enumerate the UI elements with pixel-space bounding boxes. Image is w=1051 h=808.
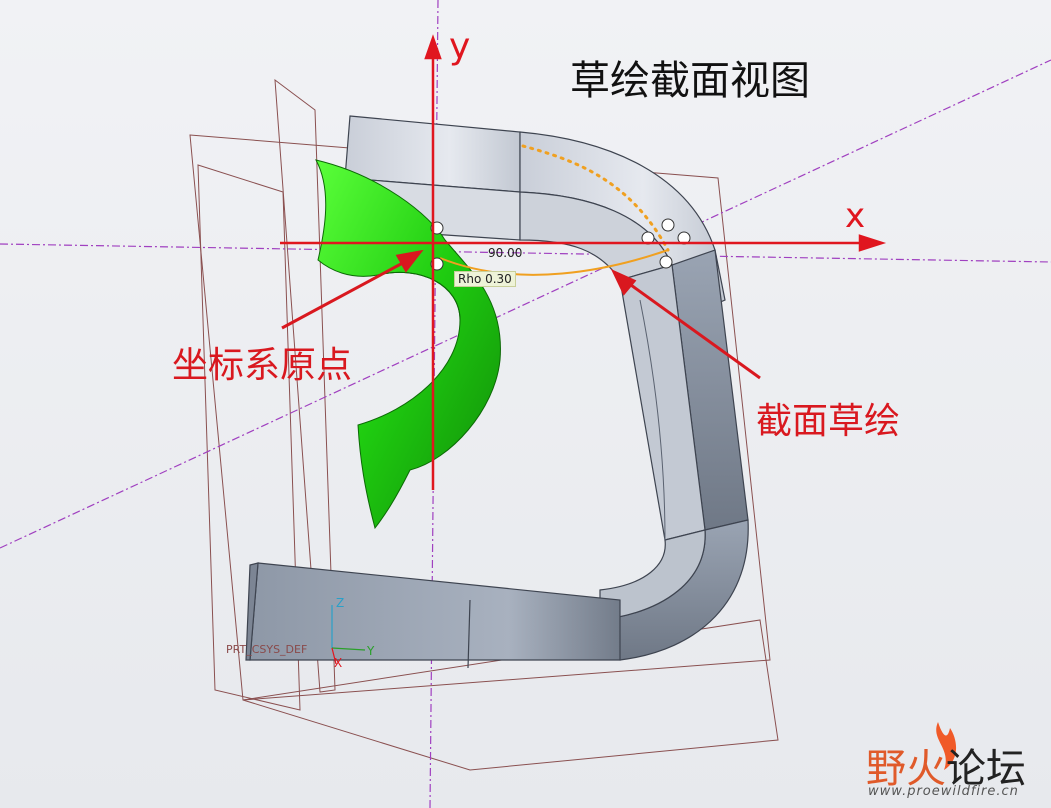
csys-triad-icon xyxy=(331,605,366,665)
origin-annotation: 坐标系原点 xyxy=(172,345,353,386)
watermark-url: www.proewildfire.cn xyxy=(868,784,1019,799)
section-sketch[interactable] xyxy=(439,144,670,276)
sketch-coordinate-axes xyxy=(280,34,887,490)
swept-part[interactable] xyxy=(245,115,749,669)
rho-dimension[interactable]: Rho 0.30 xyxy=(454,271,516,287)
angle-dimension[interactable]: 90.00 xyxy=(488,246,523,260)
logo-char-a: 野 xyxy=(866,746,906,792)
flame-logo-icon xyxy=(936,722,957,770)
view-title: 草绘截面视图 xyxy=(570,58,810,104)
csys-name-label[interactable]: PRT_CSYS_DEF xyxy=(226,643,308,656)
section-sketch-annotation: 截面草绘 xyxy=(756,401,901,442)
csys-z-label: Z xyxy=(336,596,345,610)
logo-char-c: 论坛 xyxy=(946,746,1026,792)
csys-y-label: Y xyxy=(367,644,375,658)
x-axis-label: x xyxy=(845,196,866,236)
annotation-arrows xyxy=(281,249,761,380)
sketch-handles[interactable] xyxy=(430,218,691,271)
y-axis-label: y xyxy=(449,26,471,67)
logo-char-b: 火 xyxy=(906,746,946,792)
datum-plane-right[interactable] xyxy=(197,78,336,711)
watermark-logo: 野火论坛 xyxy=(866,736,1026,794)
csys-x-label: X xyxy=(334,656,343,670)
